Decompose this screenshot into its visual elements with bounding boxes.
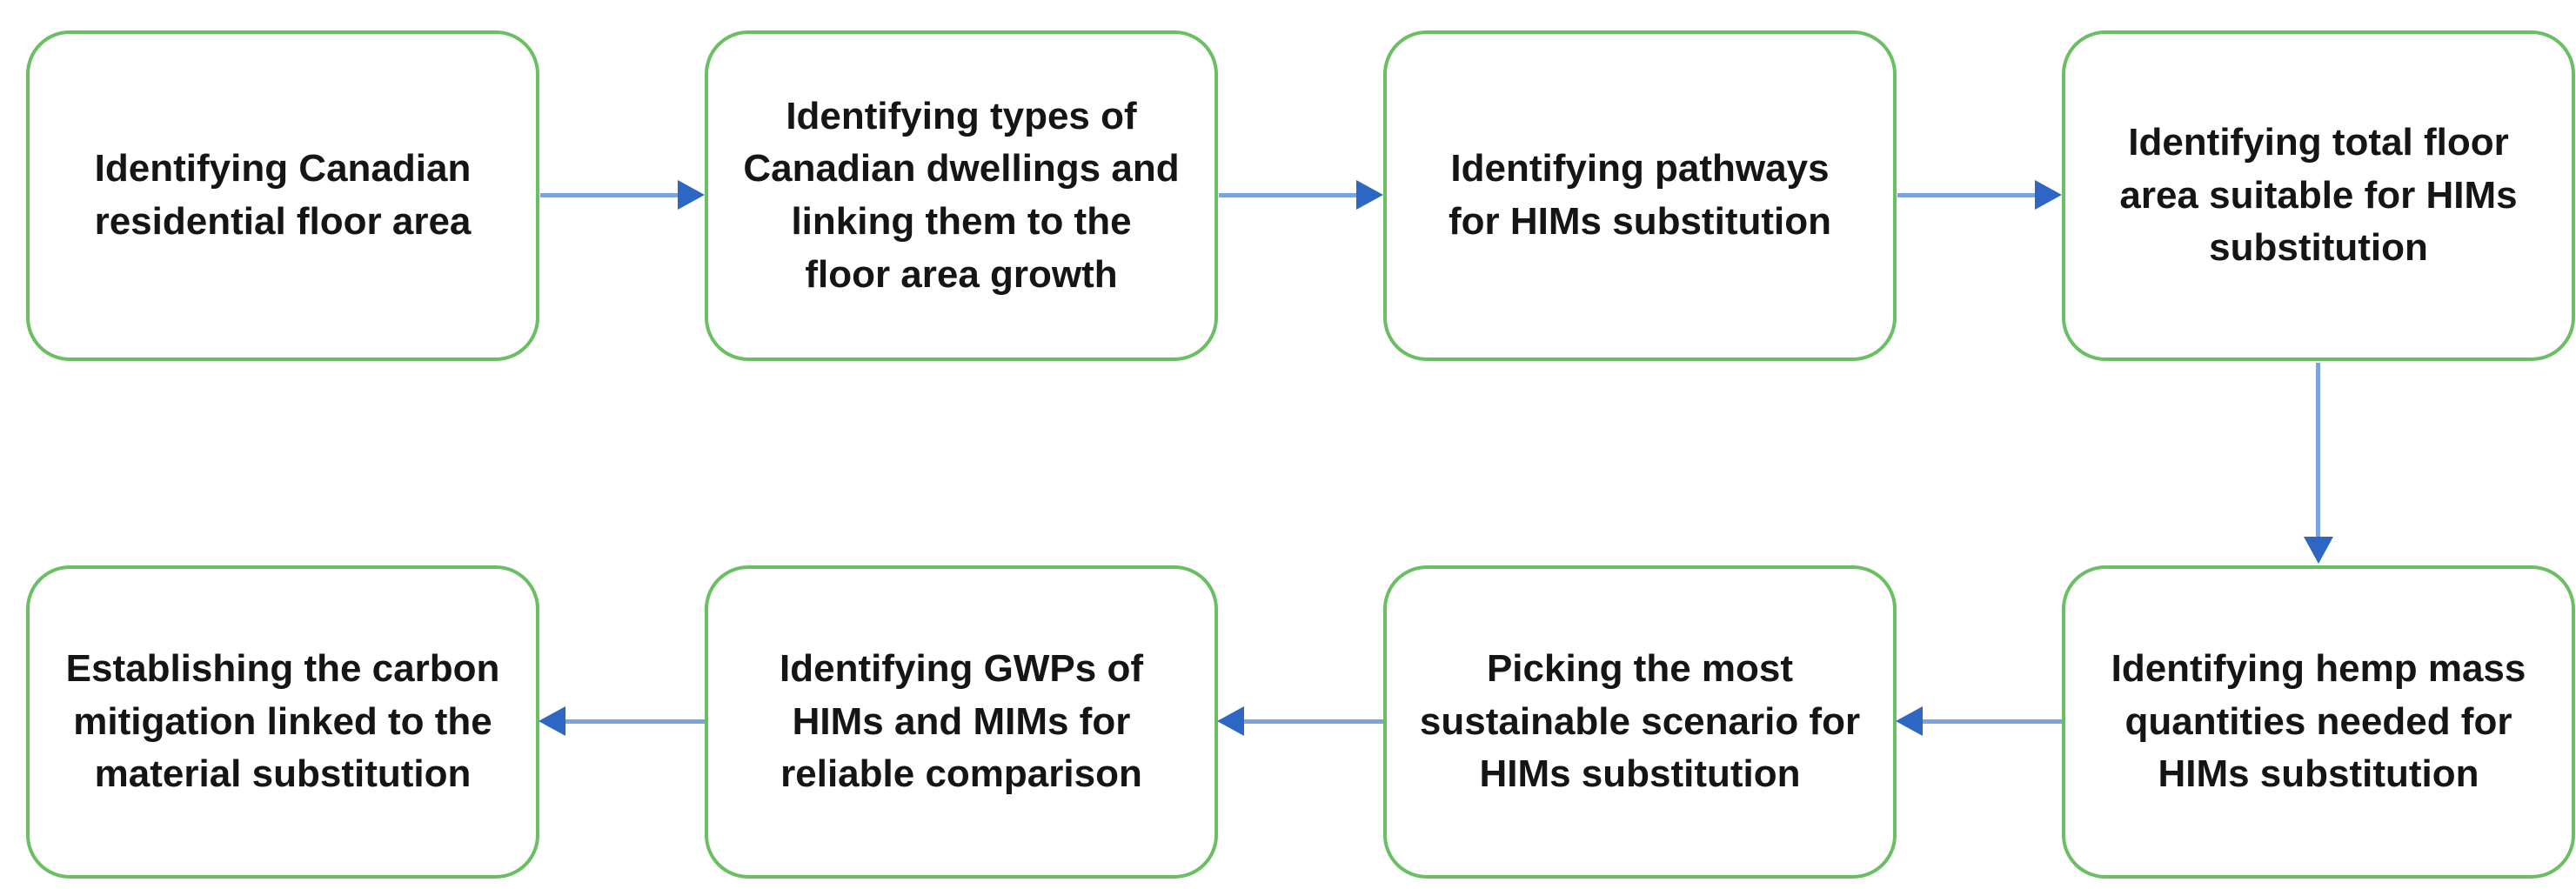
box-dwelling-types: Identifying types of Canadian dwellings … <box>705 30 1218 361</box>
box-pathways-label: Identifying pathways for HIMs substituti… <box>1449 147 1831 243</box>
box-residential-floor-area-label: Identifying Canadian residential floor a… <box>94 147 472 243</box>
arrow-left-icon <box>1217 706 1244 736</box>
arrow-line-4-5 <box>2316 363 2320 538</box>
arrow-right-icon <box>2035 180 2062 210</box>
box-sustainable-scenario: Picking the most sustainable scenario fo… <box>1383 565 1897 879</box>
arrow-line-7-8 <box>564 719 705 724</box>
arrow-line-2-3 <box>1219 193 1358 197</box>
arrow-line-5-6 <box>1921 719 2062 724</box>
arrow-line-6-7 <box>1242 719 1383 724</box>
arrow-right-icon <box>1356 180 1383 210</box>
box-pathways: Identifying pathways for HIMs substituti… <box>1383 30 1897 361</box>
arrow-down-icon <box>2304 537 2333 564</box>
box-sustainable-scenario-label: Picking the most sustainable scenario fo… <box>1419 646 1861 796</box>
arrow-right-icon <box>678 180 705 210</box>
arrow-line-3-4 <box>1897 193 2037 197</box>
box-total-floor-area: Identifying total floor area suitable fo… <box>2062 30 2575 361</box>
box-residential-floor-area: Identifying Canadian residential floor a… <box>26 30 539 361</box>
box-hemp-mass: Identifying hemp mass quantities needed … <box>2062 565 2575 879</box>
arrow-left-icon <box>1896 706 1923 736</box>
box-dwelling-types-label: Identifying types of Canadian dwellings … <box>743 94 1180 296</box>
box-gwps-comparison: Identifying GWPs of HIMs and MIMs for re… <box>705 565 1218 879</box>
box-carbon-mitigation: Establishing the carbon mitigation linke… <box>26 565 539 879</box>
box-carbon-mitigation-label: Establishing the carbon mitigation linke… <box>65 646 500 796</box>
box-hemp-mass-label: Identifying hemp mass quantities needed … <box>2111 646 2526 796</box>
arrow-left-icon <box>539 706 565 736</box>
arrow-line-1-2 <box>540 193 679 197</box>
box-gwps-comparison-label: Identifying GWPs of HIMs and MIMs for re… <box>779 646 1143 796</box>
box-total-floor-area-label: Identifying total floor area suitable fo… <box>2119 120 2518 270</box>
